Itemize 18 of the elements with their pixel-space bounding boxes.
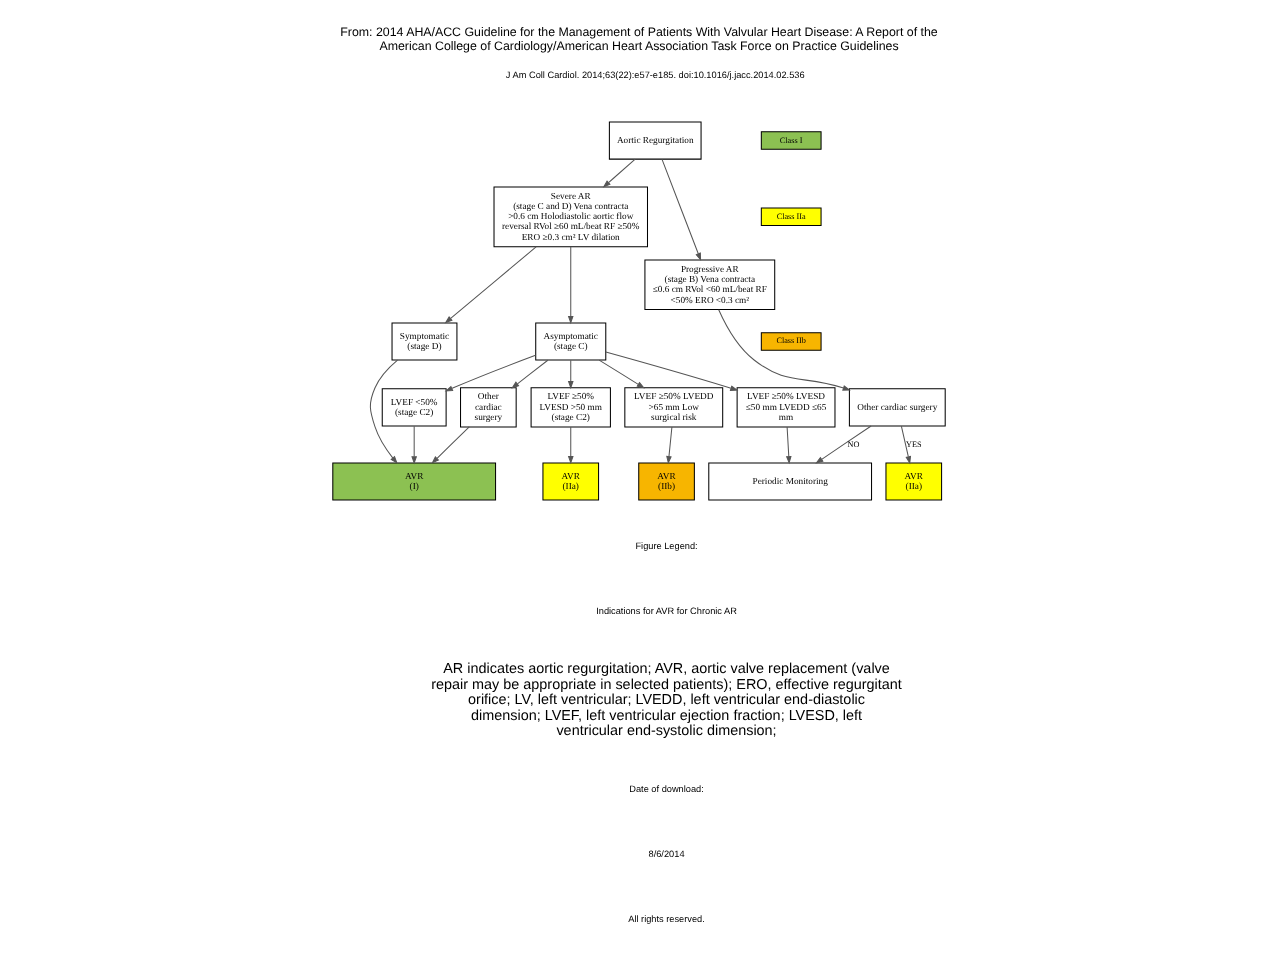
arrow [660, 157, 701, 261]
arrow [899, 424, 911, 464]
arrow [443, 353, 536, 391]
arrow [784, 425, 791, 464]
arrow [566, 425, 573, 464]
arrow [601, 157, 635, 187]
arrow [604, 350, 738, 390]
arrow [597, 358, 644, 388]
arrow [665, 425, 672, 464]
arrow [566, 358, 573, 389]
arrow [430, 425, 469, 463]
arrow [410, 424, 417, 464]
arrow [443, 245, 536, 323]
arrow [566, 245, 573, 324]
arrow [368, 358, 398, 464]
arrow [510, 358, 548, 388]
arrow [717, 308, 850, 390]
arrow [814, 424, 871, 463]
